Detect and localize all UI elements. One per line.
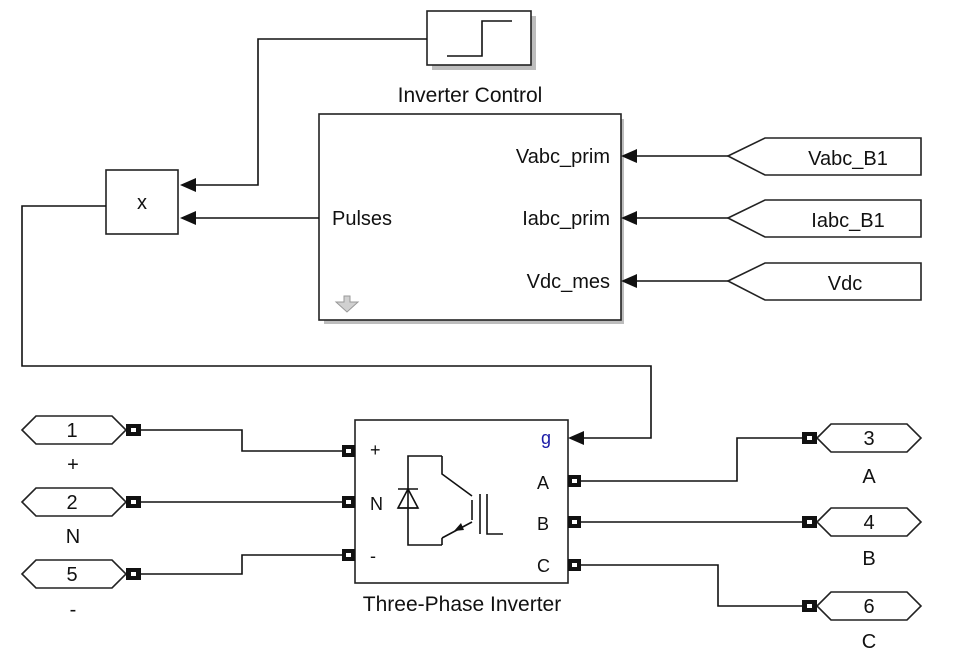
inverter-port-g: g (541, 428, 551, 448)
outport-number: 6 (863, 596, 874, 618)
inverter-port-n: N (370, 494, 383, 514)
goto-tag-iabc-b1[interactable]: Iabc_B1 (726, 199, 922, 238)
inverter-port-minus: - (370, 546, 376, 566)
goto-tag-label: Iabc_B1 (811, 210, 884, 232)
inverter-control-input-iabc: Iabc_prim (522, 208, 610, 230)
physical-connections (126, 424, 817, 612)
step-signal-icon (447, 20, 512, 57)
outport-label: A (862, 466, 876, 488)
three-phase-inverter-block[interactable]: + N - g A B C (354, 419, 569, 584)
inverter-control-input-vabc: Vabc_prim (516, 146, 610, 168)
outport-number: 4 (863, 512, 874, 534)
step-block[interactable] (426, 10, 536, 70)
inport-number: 5 (66, 564, 77, 586)
inport-label: N (66, 526, 80, 548)
goto-tag-vdc[interactable]: Vdc (726, 262, 922, 301)
inverter-port-plus: + (370, 440, 381, 460)
outport-number: 3 (863, 428, 874, 450)
goto-tag-label: Vabc_B1 (808, 148, 888, 170)
outport-label: B (862, 548, 875, 570)
three-phase-inverter-title: Three-Phase Inverter (363, 593, 561, 616)
outport-3[interactable]: 3 (815, 423, 923, 453)
inverter-control-input-vdc: Vdc_mes (527, 271, 610, 293)
outport-6[interactable]: 6 (815, 591, 923, 621)
inverter-control-title: Inverter Control (398, 84, 543, 107)
inport-label: + (67, 454, 79, 476)
goto-tag-vabc-b1[interactable]: Vabc_B1 (726, 137, 922, 176)
outport-4[interactable]: 4 (815, 507, 923, 537)
inport-label: - (70, 599, 77, 621)
inport-5[interactable]: 5 (20, 559, 128, 589)
goto-tag-label: Vdc (828, 273, 862, 295)
product-block[interactable]: x (105, 169, 179, 235)
inverter-control-block[interactable]: Pulses Vabc_prim Iabc_prim Vdc_mes (318, 113, 624, 324)
signal-lines (21, 38, 728, 445)
inport-2[interactable]: 2 (20, 487, 128, 517)
inverter-port-a: A (537, 473, 549, 493)
outport-label: C (862, 631, 876, 653)
inverter-control-output-pulses: Pulses (332, 208, 392, 230)
inverter-port-c: C (537, 556, 550, 576)
inverter-port-b: B (537, 514, 549, 534)
product-symbol: x (137, 192, 147, 214)
inport-number: 1 (66, 420, 77, 442)
inport-number: 2 (66, 492, 77, 514)
igbt-diode-icon (396, 455, 503, 546)
look-under-mask-icon (334, 295, 360, 313)
inport-1[interactable]: 1 (20, 415, 128, 445)
